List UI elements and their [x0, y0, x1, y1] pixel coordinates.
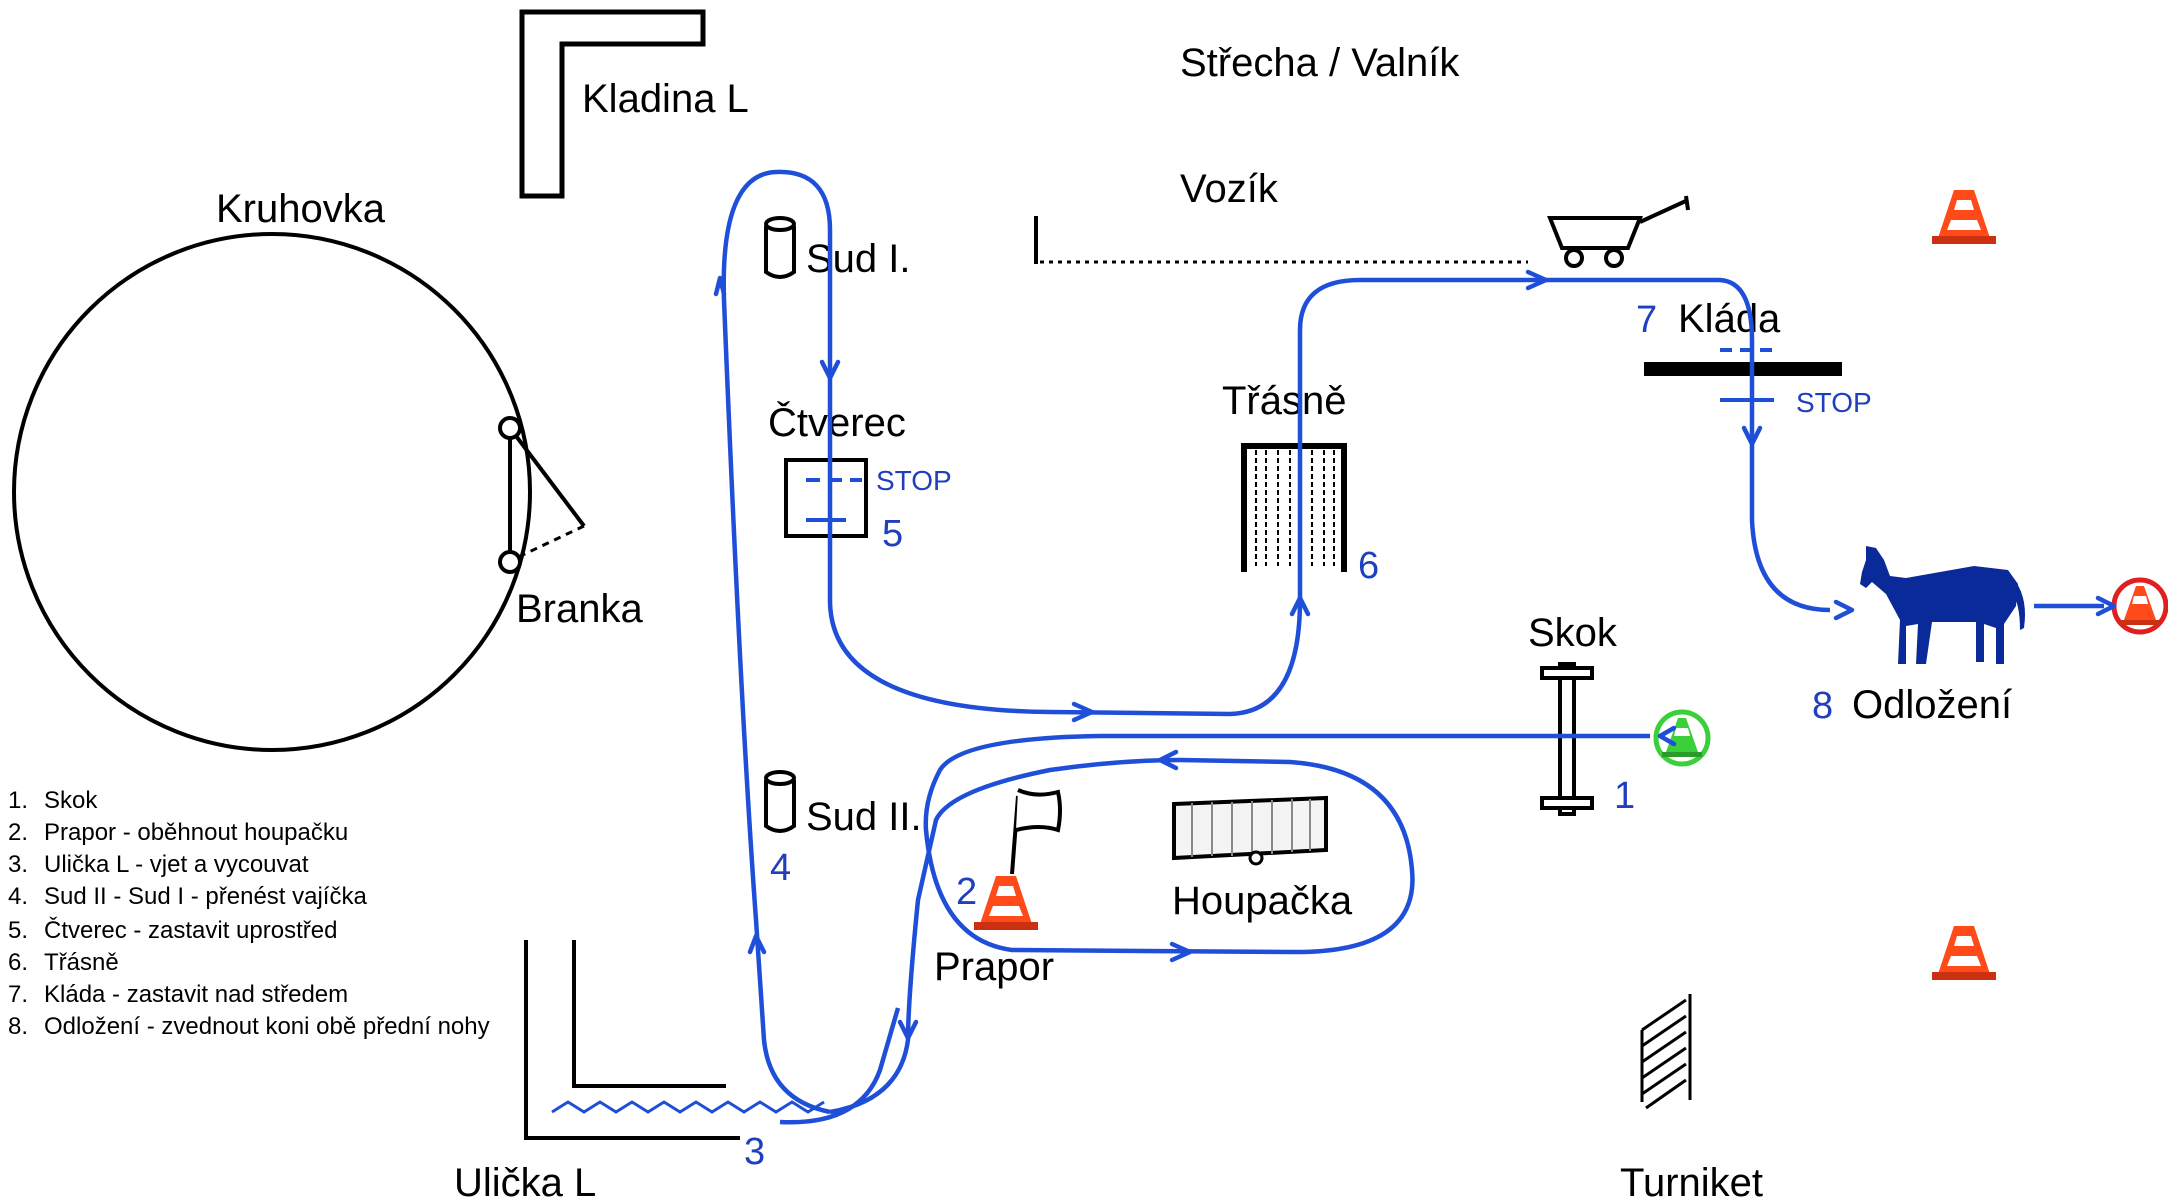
- corner-cone-icon: [1932, 190, 1996, 244]
- turniket-gate: [1640, 994, 1692, 1110]
- route-arrow: [1071, 701, 1095, 723]
- route-arrow: [819, 359, 841, 381]
- legend-text: Prapor - oběhnout houpačku: [44, 819, 348, 846]
- legend-num: 7.: [8, 981, 28, 1008]
- legend-num: 4.: [8, 883, 28, 910]
- ulicka-label: Ulička L: [454, 1161, 596, 1204]
- branka-label: Branka: [516, 587, 643, 631]
- route-arrow: [1157, 749, 1179, 771]
- legend: 1. Skok 2. Prapor - oběhnout houpačku 3.…: [8, 787, 490, 1040]
- route-arrow: [1289, 595, 1311, 617]
- route-arrow: [897, 1019, 919, 1041]
- route-arrow: [2095, 595, 2117, 617]
- route-arrow: [1657, 725, 1677, 747]
- skok-jump: [1540, 662, 1594, 816]
- legend-num: 3.: [8, 851, 28, 878]
- number-3: 3: [744, 1131, 765, 1173]
- sud2-label: Sud II.: [806, 795, 922, 839]
- number-4: 4: [770, 847, 791, 889]
- ctverec-label: Čtverec: [768, 400, 906, 445]
- legend-num: 5.: [8, 917, 28, 944]
- sud1-label: Sud I.: [806, 237, 911, 281]
- route-path-middle: [721, 169, 1303, 1115]
- route-arrow: [1169, 941, 1193, 963]
- start-marker-circle: [1653, 709, 1711, 767]
- prapor-cone-icon: [974, 876, 1038, 930]
- legend-text: Čtverec - zastavit uprostřed: [44, 916, 337, 944]
- route-arrow: [1741, 425, 1763, 447]
- sud2-barrel: [764, 770, 796, 833]
- houpacka-seesaw: [1172, 795, 1328, 866]
- sud1-barrel: [764, 216, 796, 279]
- route-arrow: [713, 275, 727, 297]
- trasne-frame: [1241, 443, 1347, 572]
- start-cone-icon: [1662, 718, 1702, 757]
- number-8: 8: [1812, 685, 1833, 727]
- branka-gate: [498, 416, 586, 574]
- legend-num: 8.: [8, 1013, 28, 1040]
- number-6: 6: [1358, 545, 1379, 587]
- legend-text: Skok: [44, 787, 98, 814]
- finish-cone-icon: [2120, 586, 2160, 625]
- klada-log: [1644, 362, 1842, 376]
- number-2: 2: [956, 871, 977, 913]
- vozik-label: Vozík: [1180, 167, 1279, 211]
- ulicka-l-lane: [524, 940, 825, 1140]
- route-path-exit: [779, 1007, 901, 1125]
- trasne-label: Třásně: [1222, 379, 1347, 423]
- route-path-start: [829, 733, 1650, 1115]
- number-5: 5: [882, 513, 903, 555]
- legend-text: Odložení - zvednout koni obě přední nohy: [44, 1013, 490, 1040]
- houpacka-label: Houpačka: [1172, 879, 1353, 923]
- klada-label: Kláda: [1678, 297, 1781, 341]
- legend-text: Ulička L - vjet a vycouvat: [44, 851, 309, 878]
- legend-num: 1.: [8, 787, 28, 814]
- corner-cone-icon: [1932, 926, 1996, 980]
- skok-label: Skok: [1528, 611, 1618, 655]
- legend-text: Třásně: [44, 949, 119, 976]
- klada-stop-text: STOP: [1796, 387, 1872, 418]
- route-arrow: [1525, 269, 1549, 291]
- ctverec-square: [784, 458, 868, 538]
- legend-text: Sud II - Sud I - přenést vajíčka: [44, 883, 367, 910]
- legend-num: 6.: [8, 949, 28, 976]
- route-arrow: [747, 933, 767, 955]
- kruhovka-circle: [12, 232, 532, 752]
- number-7: 7: [1636, 299, 1657, 341]
- route-path-end: [1297, 277, 1831, 613]
- kruhovka-label: Kruhovka: [216, 187, 386, 231]
- horse-icon: [1860, 546, 2025, 664]
- ctverec-stop-text: STOP: [876, 465, 952, 496]
- kladina-l-beam: [519, 9, 706, 199]
- route-arrow: [1833, 599, 1855, 621]
- flag-icon: [1010, 788, 1062, 875]
- cart-icon: [1547, 195, 1690, 268]
- legend-text: Kláda - zastavit nad středem: [44, 981, 348, 1008]
- number-1: 1: [1614, 775, 1635, 817]
- strecha-label: Střecha / Valník: [1180, 41, 1460, 85]
- legend-num: 2.: [8, 819, 28, 846]
- odlozeni-label: Odložení: [1852, 683, 2012, 727]
- kladina-label: Kladina L: [582, 77, 749, 121]
- turniket-label: Turniket: [1620, 1161, 1763, 1204]
